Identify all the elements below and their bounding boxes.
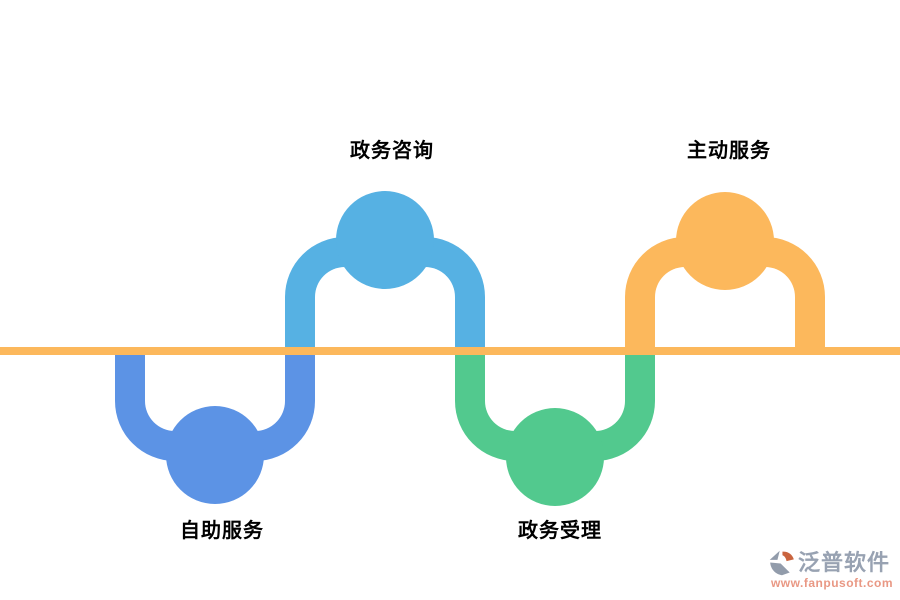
timeline-baseline — [0, 347, 900, 355]
node-label: 主动服务 — [687, 140, 771, 162]
node-circle — [506, 408, 604, 506]
node-circle — [676, 192, 774, 290]
watermark: 泛普软件 www.fanpusoft.com — [766, 548, 898, 593]
node-circle — [166, 406, 264, 504]
node-label: 政务受理 — [518, 520, 602, 542]
node-label: 自助服务 — [180, 520, 264, 542]
node-label: 政务咨询 — [350, 140, 434, 162]
node-circle — [336, 191, 434, 289]
watermark-brand-text: 泛普软件 — [798, 550, 891, 575]
fanpu-logo-icon — [769, 550, 794, 576]
watermark-url-text: www.fanpusoft.com — [770, 576, 894, 590]
